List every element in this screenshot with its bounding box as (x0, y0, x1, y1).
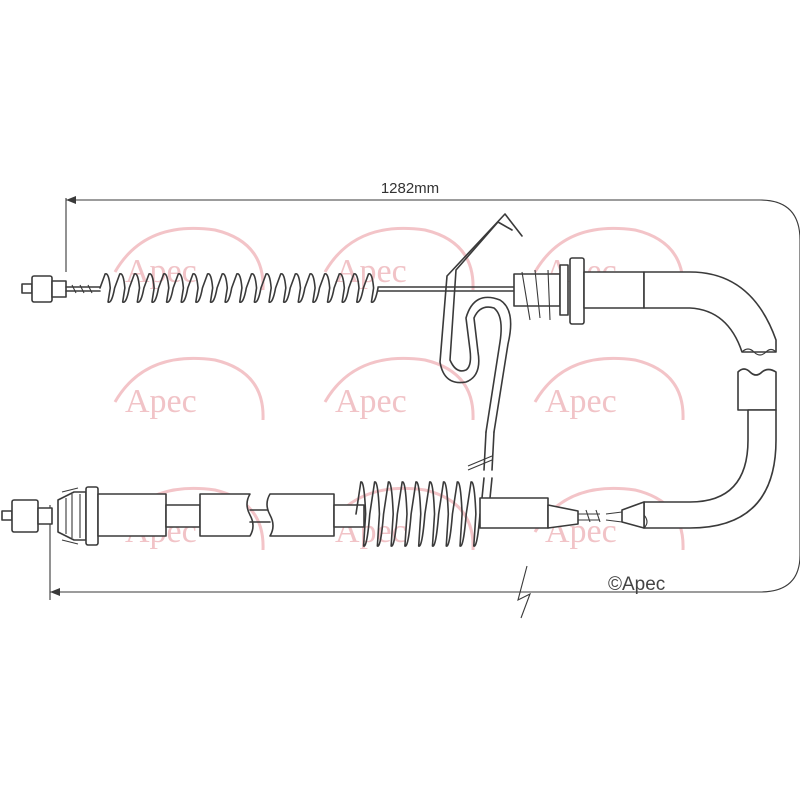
watermark-swoosh (113, 226, 265, 291)
watermark-logo-text: Apec (335, 253, 407, 290)
watermark-swoosh (113, 356, 265, 421)
lower-cable (1, 481, 645, 547)
watermark-logo-text: Apec (335, 383, 407, 420)
watermark-logo-text: Apec (545, 383, 617, 420)
watermark-swoosh (323, 226, 475, 291)
watermark-swoosh (323, 356, 475, 421)
watermark-layer: ApecApecApecApecApecApecApecApecApec (113, 226, 685, 551)
watermark-logo-text: Apec (125, 383, 197, 420)
upper-cable (21, 257, 777, 529)
watermark-swoosh (533, 356, 685, 421)
watermark-swoosh (533, 226, 685, 291)
mounting-bracket (439, 213, 523, 499)
dimension-label: 1282mm (381, 180, 439, 197)
watermark-logo-text: Apec (125, 253, 197, 290)
copyright-label: ©Apec (608, 574, 665, 595)
